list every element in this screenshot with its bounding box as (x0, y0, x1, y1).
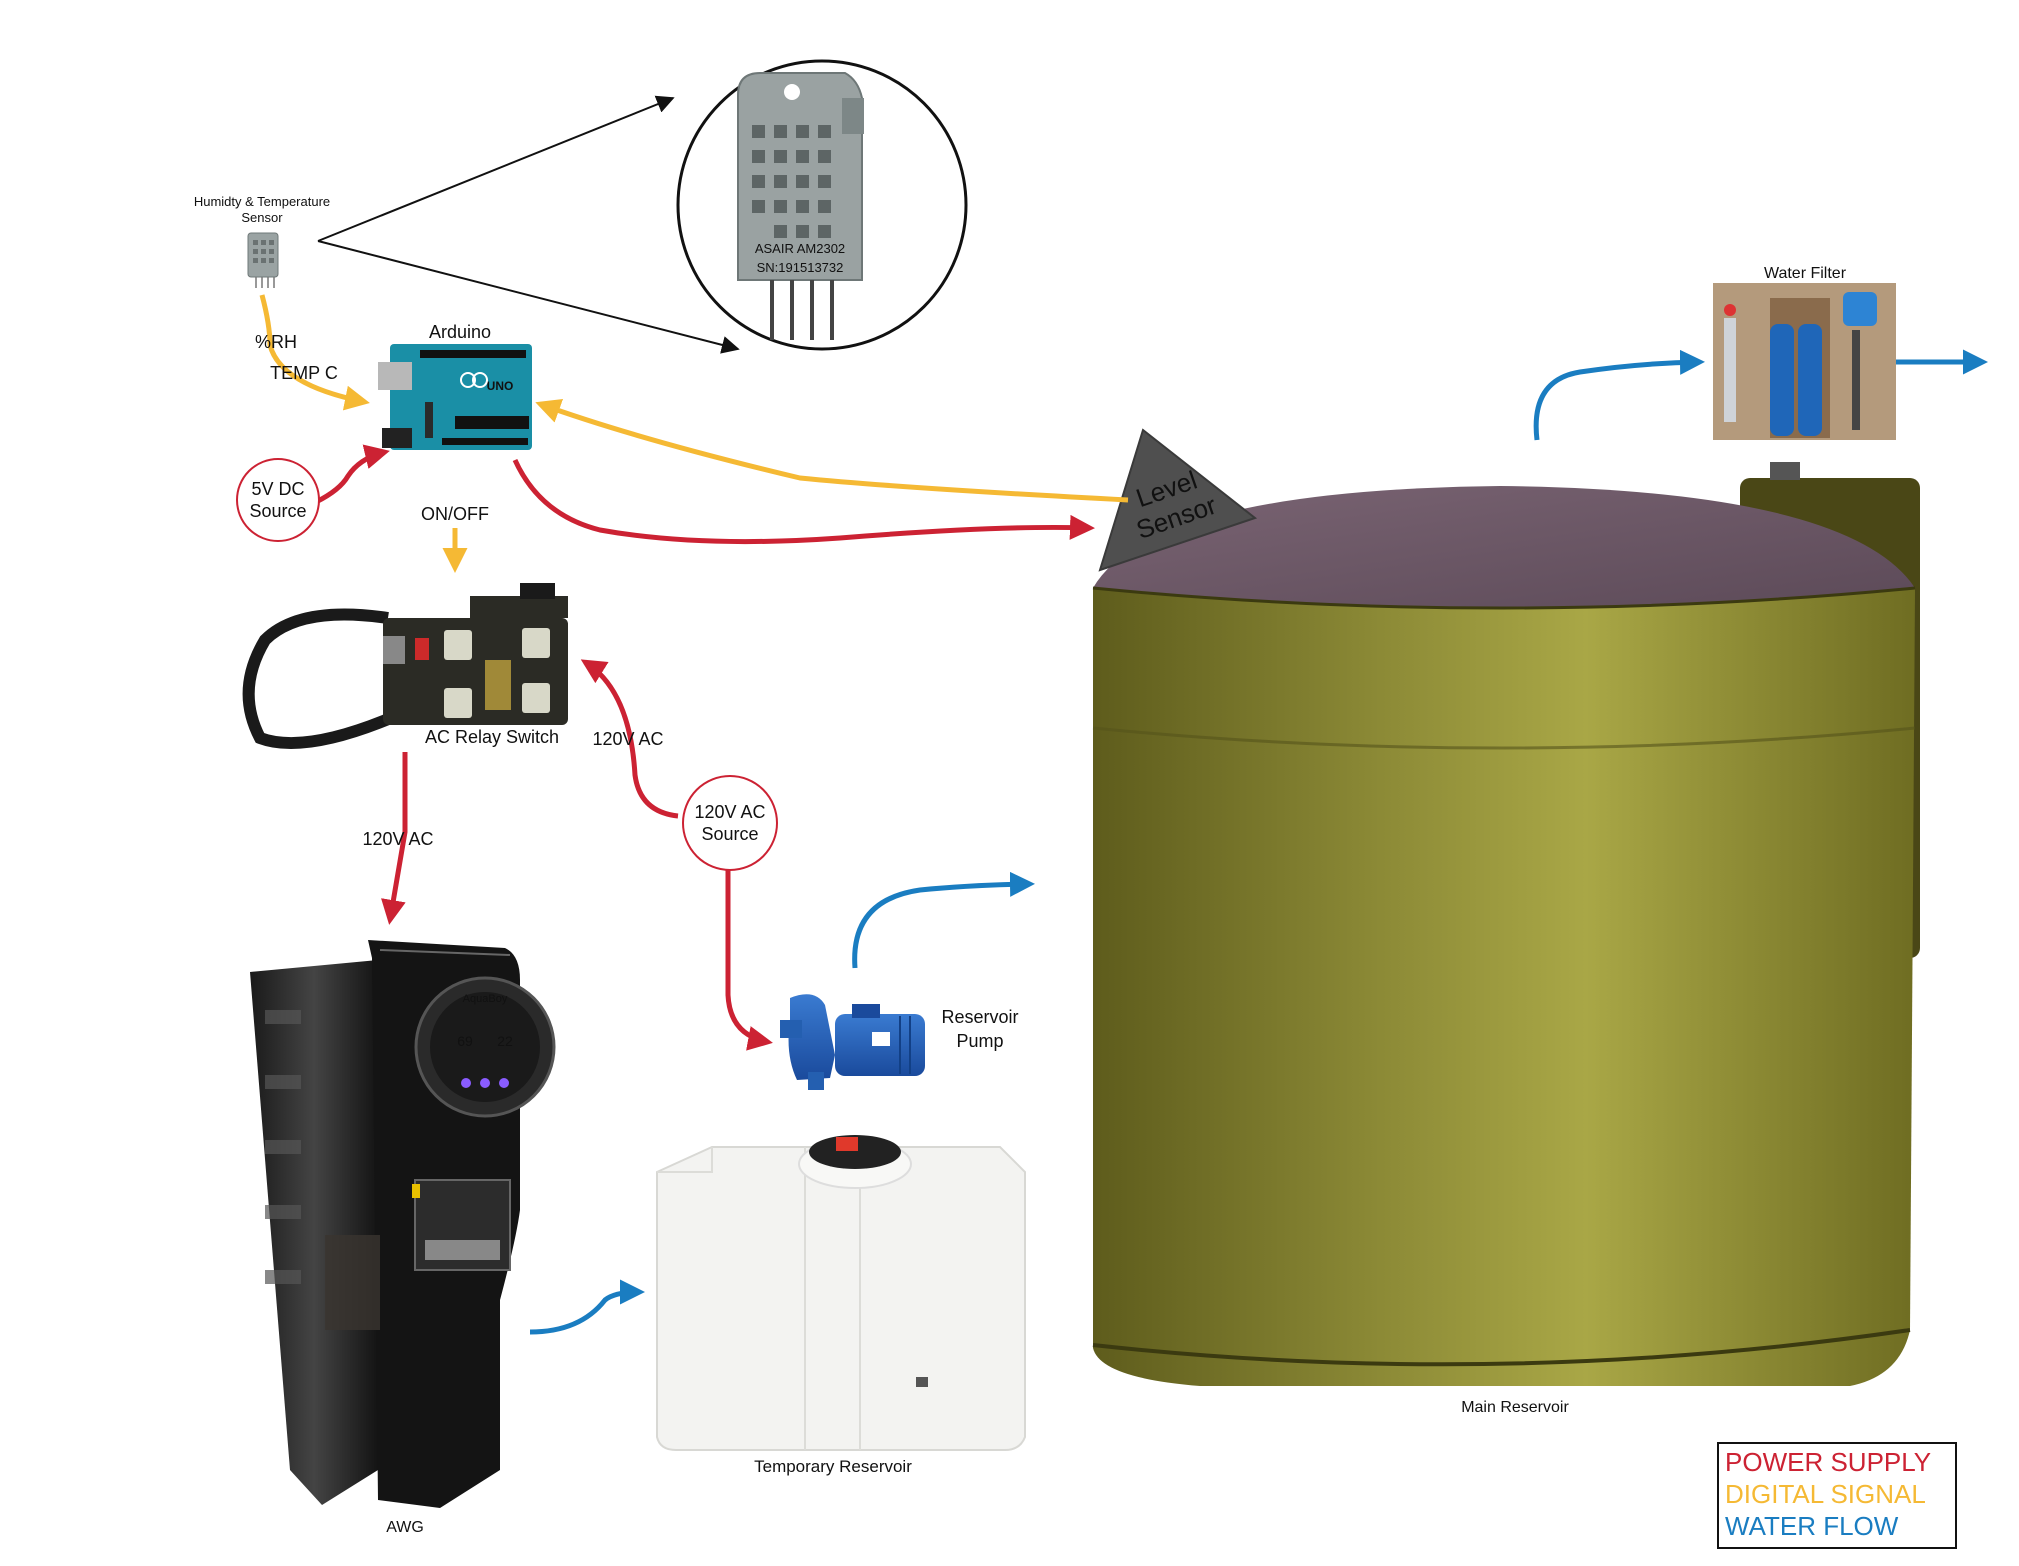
ac-left-label: 120V AC (362, 829, 433, 849)
rh-label: %RH (255, 332, 297, 352)
signal-level-to-arduino (535, 399, 1129, 503)
water-filter (1713, 283, 1896, 440)
relay-label: AC Relay Switch (425, 727, 559, 747)
sensor-chip-model: ASAIR AM2302 (755, 241, 845, 256)
water-pump-to-main (852, 871, 1035, 969)
dc-source-label-line2: Source (249, 501, 306, 521)
power-source-to-relay (580, 659, 679, 819)
sensor-chip-serial: SN:191513732 (757, 260, 844, 275)
main-reservoir (1092, 462, 1920, 1386)
awg-brand: AquaBoy (463, 993, 508, 1005)
signal-sensor-to-arduino (259, 294, 370, 411)
ac-relay-switch (242, 583, 568, 750)
zoom-line-top (317, 95, 675, 242)
connection-lines (259, 294, 1988, 1335)
ac-source-node: 120V AC Source (682, 775, 778, 871)
legend-water-flow: WATER FLOW (1725, 1511, 1899, 1541)
arduino-chip-label: UNO (487, 379, 514, 393)
temporary-reservoir (656, 1135, 1026, 1451)
awg-button-icon (480, 1078, 490, 1088)
legend-power-supply: POWER SUPPLY (1725, 1447, 1932, 1477)
awg-label: AWG (386, 1519, 424, 1536)
awg-button-icon (461, 1078, 471, 1088)
power-relay-to-awg (381, 752, 408, 925)
reservoir-pump (780, 994, 925, 1090)
ac-right-label: 120V AC (592, 729, 663, 749)
humidity-sensor-small (247, 232, 279, 288)
dc-source-node: 5V DC Source (236, 458, 320, 542)
power-arduino-to-level (512, 458, 1095, 545)
awg-unit: AquaBoy 69 22 (250, 940, 556, 1508)
water-awg-to-temp (529, 1279, 645, 1335)
temp-label: TEMP C (270, 363, 338, 383)
legend-digital-signal: DIGITAL SIGNAL (1725, 1479, 1926, 1509)
arduino-label: Arduino (429, 322, 491, 342)
level-sensor: Level Sensor (1098, 428, 1258, 572)
legend: POWER SUPPLY DIGITAL SIGNAL WATER FLOW (1717, 1442, 1957, 1549)
awg-display-humidity: 69 (457, 1033, 473, 1049)
dc-source-label-line1: 5V DC (251, 479, 304, 499)
pump-label-line2: Pump (956, 1031, 1003, 1051)
awg-button-icon (499, 1078, 509, 1088)
arduino-board: UNO (378, 344, 532, 450)
humidity-sensor-zoom: ASAIR AM2302 SN:191513732 (676, 59, 968, 351)
pump-label-line1: Reservoir (941, 1007, 1018, 1027)
on-off-label: ON/OFF (421, 504, 489, 524)
water-main-to-filter (1533, 349, 1705, 441)
power-dc-to-arduino (314, 444, 390, 505)
water-filter-label: Water Filter (1764, 265, 1847, 282)
humidity-sensor-label-line2: Sensor (241, 210, 283, 225)
ac-source-label-line2: Source (701, 824, 758, 844)
humidity-sensor-label-line1: Humidty & Temperature (194, 194, 330, 209)
awg-display-temp: 22 (497, 1033, 513, 1049)
main-reservoir-label: Main Reservoir (1461, 1399, 1569, 1416)
power-source-to-pump (725, 870, 773, 1051)
ac-source-label-line1: 120V AC (694, 802, 765, 822)
temp-reservoir-label: Temporary Reservoir (754, 1457, 912, 1476)
zoom-line-bottom (317, 240, 740, 354)
